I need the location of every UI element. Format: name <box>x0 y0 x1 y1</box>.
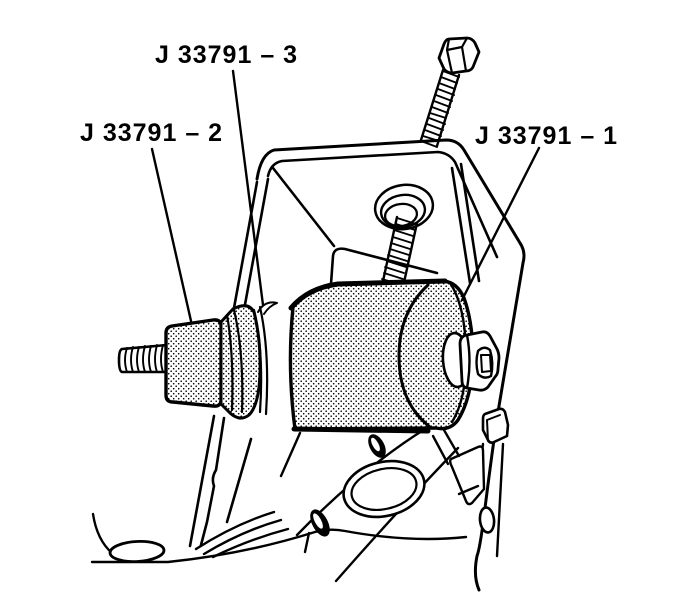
bolt-shaft <box>419 68 461 148</box>
engine-case <box>90 407 510 583</box>
boss-pad <box>108 540 166 563</box>
bolt-threads <box>420 70 460 148</box>
rib-contours <box>194 510 311 559</box>
case-bolt <box>481 407 510 444</box>
leader-lines <box>150 69 541 323</box>
forcing-screw <box>373 183 435 289</box>
flange-front-edge <box>397 283 432 429</box>
part-label-j33791-2: J 33791 – 2 <box>80 119 224 147</box>
remover-tool <box>117 301 278 420</box>
leader-line-j33791-1 <box>460 146 541 302</box>
case-oval-hole <box>478 506 496 534</box>
remover-body <box>164 318 223 408</box>
boss-hook <box>91 512 114 555</box>
screw-threads <box>381 217 417 286</box>
adapter-rings <box>252 305 269 416</box>
case-opening-inner <box>350 467 418 511</box>
top-bolt <box>419 36 481 148</box>
leader-line-j33791-2 <box>150 147 193 323</box>
bracket-crease-line <box>271 166 336 248</box>
installer-tool <box>288 278 501 434</box>
part-label-j33791-3: J 33791 – 3 <box>155 41 299 69</box>
part-label-j33791-1: J 33791 – 1 <box>475 122 619 150</box>
bolt-head <box>437 36 481 75</box>
case-bottom-contour <box>90 528 468 564</box>
case-window <box>449 445 486 506</box>
remover-stud-threads <box>124 344 164 373</box>
leader-line-j33791-3 <box>231 69 265 307</box>
adapter-tip <box>257 301 278 315</box>
